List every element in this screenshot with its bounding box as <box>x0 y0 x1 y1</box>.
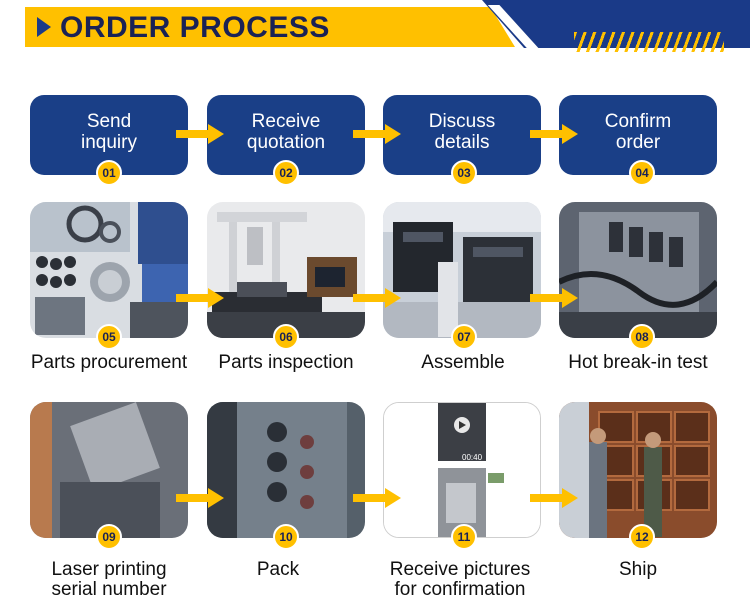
step-caption: Parts procurement <box>30 352 188 373</box>
step-number-badge: 02 <box>273 160 299 186</box>
step-caption: Hot break-in test <box>568 352 708 373</box>
arrow-right-icon <box>353 288 403 308</box>
step-number-badge: 01 <box>96 160 122 186</box>
step-label-line2: details <box>434 132 490 153</box>
step-caption: Receive pictures for confirmation <box>370 560 550 600</box>
caption-line1: Receive pictures <box>389 559 531 580</box>
caption-line2: for confirmation <box>394 579 526 600</box>
arrow-right-icon <box>530 124 580 144</box>
photo-assemble <box>383 202 541 338</box>
step-label-line2: quotation <box>246 132 326 153</box>
caption-line1: Laser printing <box>51 559 167 580</box>
photo-laser-printing <box>30 402 188 538</box>
step-label-line2: inquiry <box>81 132 137 153</box>
play-triangle-icon <box>37 17 51 37</box>
hatch-decoration <box>574 32 724 52</box>
step-number-badge: 06 <box>273 324 299 350</box>
step-number-badge: 12 <box>629 524 655 550</box>
step-caption: Pack <box>188 560 368 580</box>
video-timestamp: 00:40 <box>462 453 483 462</box>
header-banner <box>25 7 515 47</box>
step-caption: Ship <box>548 560 728 580</box>
step-number-badge: 04 <box>629 160 655 186</box>
step-label-line2: order <box>615 132 661 153</box>
step-number-badge: 07 <box>451 324 477 350</box>
photo-ship <box>559 402 717 538</box>
arrow-right-icon <box>176 288 226 308</box>
arrow-right-icon <box>176 488 226 508</box>
step-label-line1: Discuss <box>428 111 496 132</box>
step-label-line1: Confirm <box>604 111 672 132</box>
step-label-line1: Send <box>86 111 132 132</box>
photo-pack <box>207 402 365 538</box>
step-number-badge: 10 <box>273 524 299 550</box>
step-number-badge: 09 <box>96 524 122 550</box>
caption-line2: serial number <box>51 579 167 600</box>
caption-line1: Pack <box>256 559 300 580</box>
arrow-right-icon <box>176 124 226 144</box>
page-title: ORDER PROCESS <box>60 11 330 44</box>
step-caption: Laser printing serial number <box>19 560 199 600</box>
step-number-badge: 03 <box>451 160 477 186</box>
step-caption: Parts inspection <box>218 352 354 373</box>
arrow-right-icon <box>530 288 580 308</box>
arrow-right-icon <box>353 488 403 508</box>
arrow-right-icon <box>353 124 403 144</box>
caption-line1: Ship <box>618 559 658 580</box>
step-caption: Assemble <box>421 352 505 373</box>
photo-hot-break-in-test <box>559 202 717 338</box>
step-label-line1: Receive <box>251 111 321 132</box>
step-number-badge: 11 <box>451 524 477 550</box>
arrow-right-icon <box>530 488 580 508</box>
photo-receive-pictures: 00:40 <box>383 402 541 538</box>
step-number-badge: 05 <box>96 324 122 350</box>
photo-parts-inspection <box>207 202 365 338</box>
photo-parts-procurement <box>30 202 188 338</box>
step-number-badge: 08 <box>629 324 655 350</box>
